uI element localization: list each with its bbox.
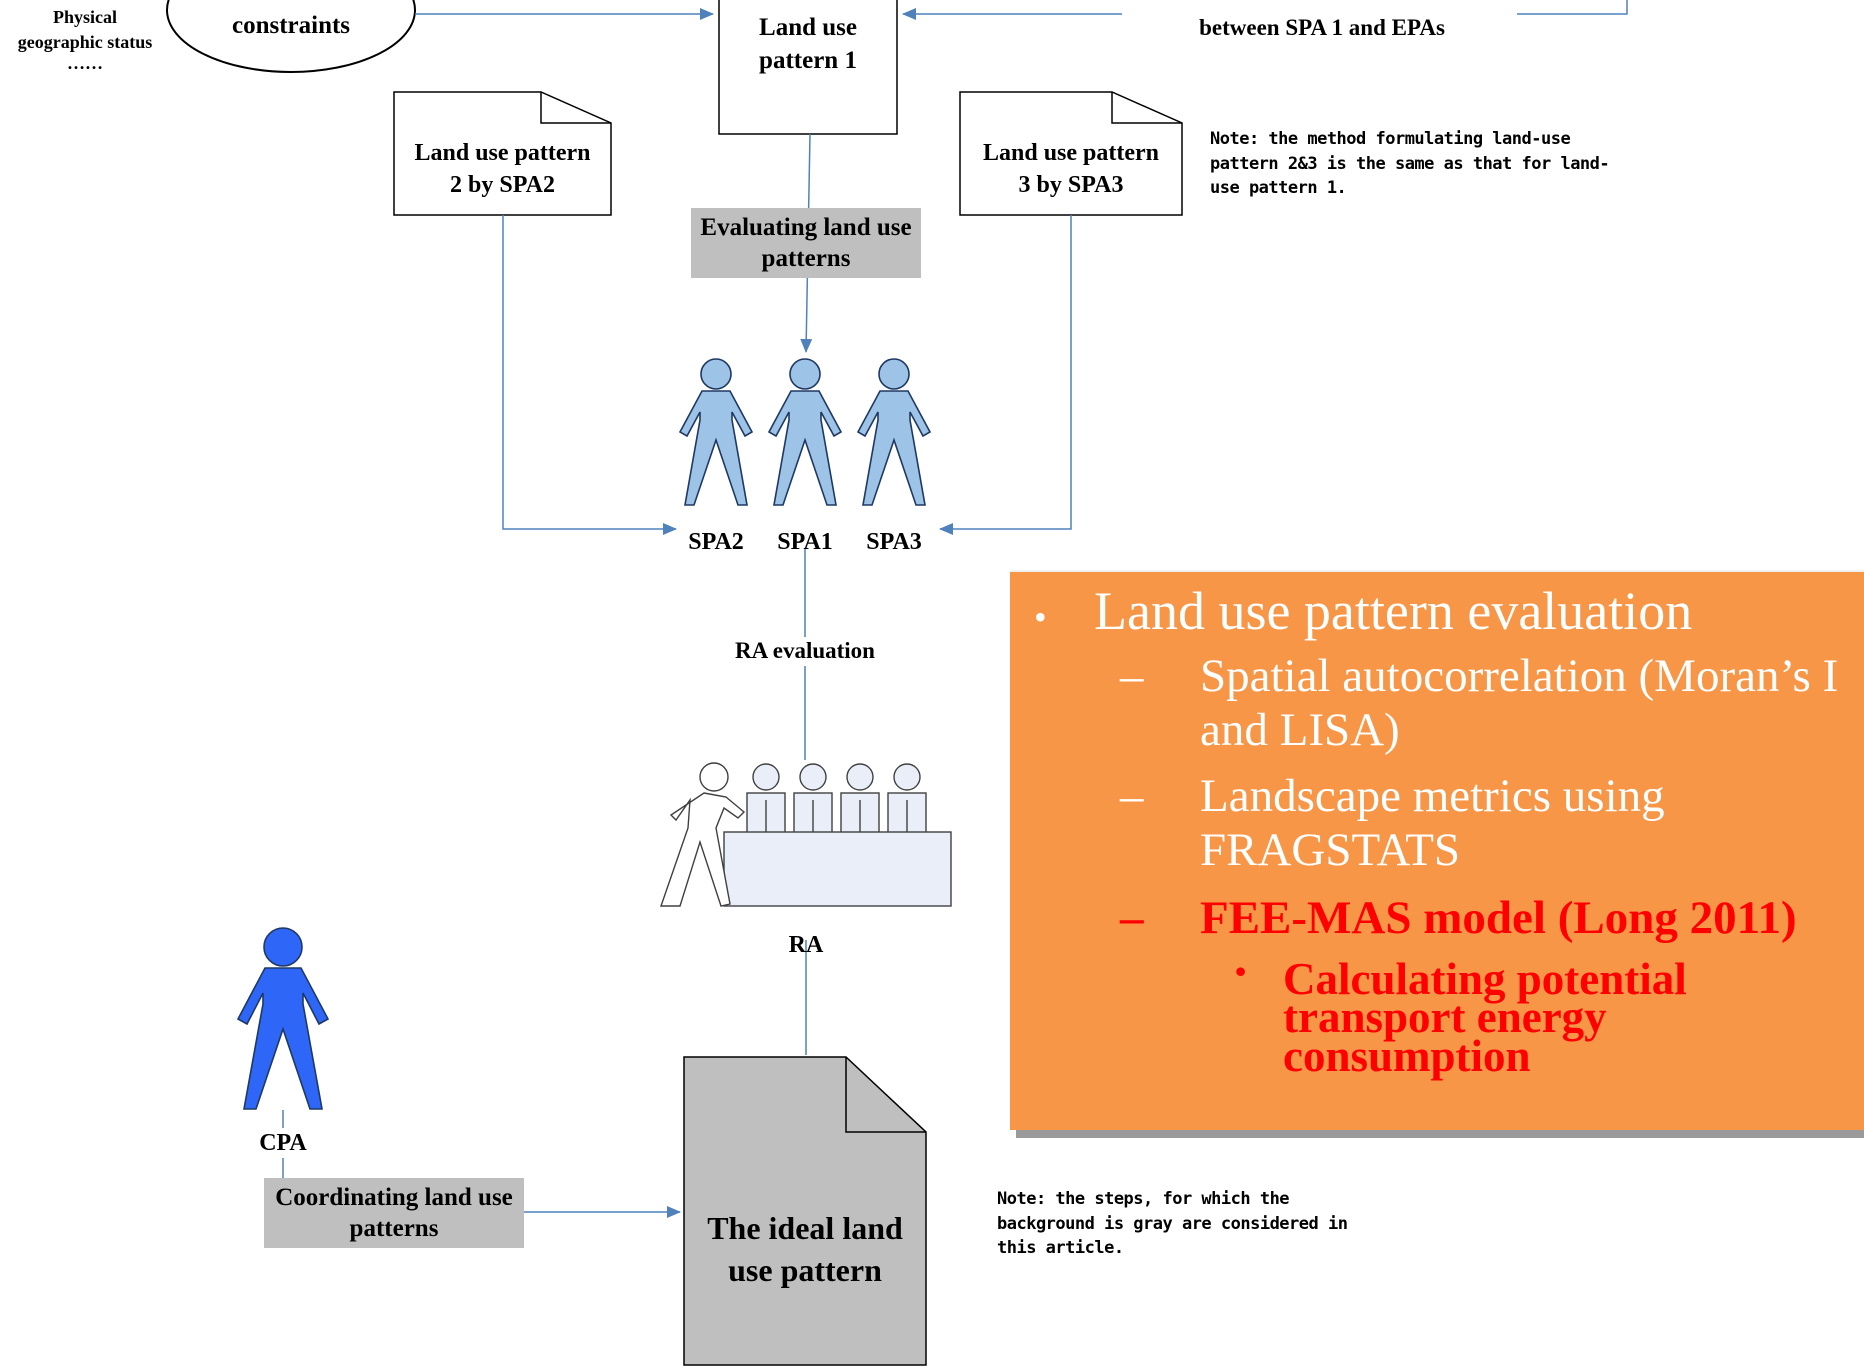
evaluation-panel: • Land use pattern evaluation – Spatial a… xyxy=(1010,570,1864,1130)
dash-icon: – xyxy=(1120,650,1144,702)
dash-icon: – xyxy=(1120,770,1144,822)
coordination-label: between SPA 1 and EPAs xyxy=(1199,15,1445,40)
cpa-label: CPA xyxy=(243,1128,323,1158)
spa3-label: SPA3 xyxy=(866,529,922,555)
spa1-label: SPA1 xyxy=(777,529,833,555)
cpa-person-icon xyxy=(236,927,330,1110)
panel-title-text: Land use pattern evaluation xyxy=(1094,581,1693,641)
note-top: Note: the method formulating land-use pa… xyxy=(1210,127,1670,201)
ideal-doc xyxy=(683,1056,927,1366)
pattern3-to-spa3-connector xyxy=(939,215,1072,535)
note-bottom-line-3: this article. xyxy=(997,1238,1124,1259)
panel-item-3: – FEE-MAS model (Long 2011) xyxy=(1120,892,1864,946)
constraints-oval xyxy=(166,0,416,73)
dash-icon: – xyxy=(1120,892,1144,944)
panel-subitem-text: Calculating potential transport energy c… xyxy=(1283,954,1687,1081)
ra-label: RA xyxy=(788,932,824,958)
evaluating-label-1: Evaluating land use xyxy=(700,214,912,241)
spa3-person-icon xyxy=(856,358,932,506)
spa2-label: SPA2 xyxy=(688,529,744,555)
panel-item-3-text: FEE-MAS model (Long 2011) xyxy=(1200,892,1797,944)
pattern2-to-spa2-connector xyxy=(502,215,677,535)
panel-item-2-text: Landscape metrics using FRAGSTATS xyxy=(1200,770,1665,876)
ideal-doc-fold xyxy=(845,1057,926,1133)
panel-item-1-text: Spatial autocorrelation (Moran’s I and L… xyxy=(1200,650,1839,756)
panel-title: • Land use pattern evaluation xyxy=(1034,580,1692,642)
pattern1-box xyxy=(718,0,898,135)
pattern2-label-2: 2 by SPA2 xyxy=(450,172,555,198)
pattern1-label-2: pattern 1 xyxy=(759,47,857,74)
ideal-label-1: The ideal land xyxy=(707,1210,903,1246)
pattern2-label-1: Land use pattern xyxy=(414,140,591,166)
evaluating-box: Evaluating land use patterns xyxy=(691,208,921,278)
note-top-line-1: Note: the method formulating land-use xyxy=(1210,129,1571,149)
top-left-label-2: geographic status xyxy=(17,32,153,52)
ra-evaluation-label: RA evaluation xyxy=(700,637,910,666)
coordinating-box: Coordinating land use patterns xyxy=(264,1178,524,1248)
panel-item-1: – Spatial autocorrelation (Moran’s I and… xyxy=(1120,650,1864,757)
ideal-label-2: use pattern xyxy=(728,1252,882,1288)
coordinating-label-1: Coordinating land use xyxy=(275,1184,513,1211)
constraints-label: constraints xyxy=(231,12,351,39)
top-left-label-3: …… xyxy=(67,53,103,73)
spa2-person-icon xyxy=(678,358,754,506)
note-top-line-2: pattern 2&3 is the same as that for land… xyxy=(1210,153,1610,174)
sub-bullet-icon: • xyxy=(1235,953,1247,989)
pattern3-label-2: 3 by SPA3 xyxy=(1018,172,1124,198)
note-top-line-3: use pattern 1. xyxy=(1210,178,1347,199)
top-left-label-1: Physical xyxy=(52,7,117,27)
pattern2-doc-fold xyxy=(540,92,611,124)
panel-item-2: – Landscape metrics using FRAGSTATS xyxy=(1120,770,1864,877)
evaluating-label-2: patterns xyxy=(761,245,851,273)
note-bottom-line-2: background is gray are considered in xyxy=(997,1213,1348,1234)
spa1-person-icon xyxy=(767,358,843,506)
coordination-return-connector xyxy=(1517,0,1628,15)
pattern1-label-1: Land use xyxy=(759,14,857,41)
spa-person-icons xyxy=(678,358,932,506)
panel-subitem: • Calculating potential transport energy… xyxy=(1235,953,1835,1081)
bullet-icon: • xyxy=(1034,596,1047,637)
note-bottom-line-1: Note: the steps, for which the xyxy=(997,1189,1290,1209)
note-bottom: Note: the steps, for which the backgroun… xyxy=(997,1187,1417,1261)
pattern3-label-1: Land use pattern xyxy=(982,140,1160,166)
pattern3-doc-fold xyxy=(1111,92,1182,124)
ra-group-icon xyxy=(660,762,952,907)
coordinating-label-2: patterns xyxy=(349,1215,439,1243)
